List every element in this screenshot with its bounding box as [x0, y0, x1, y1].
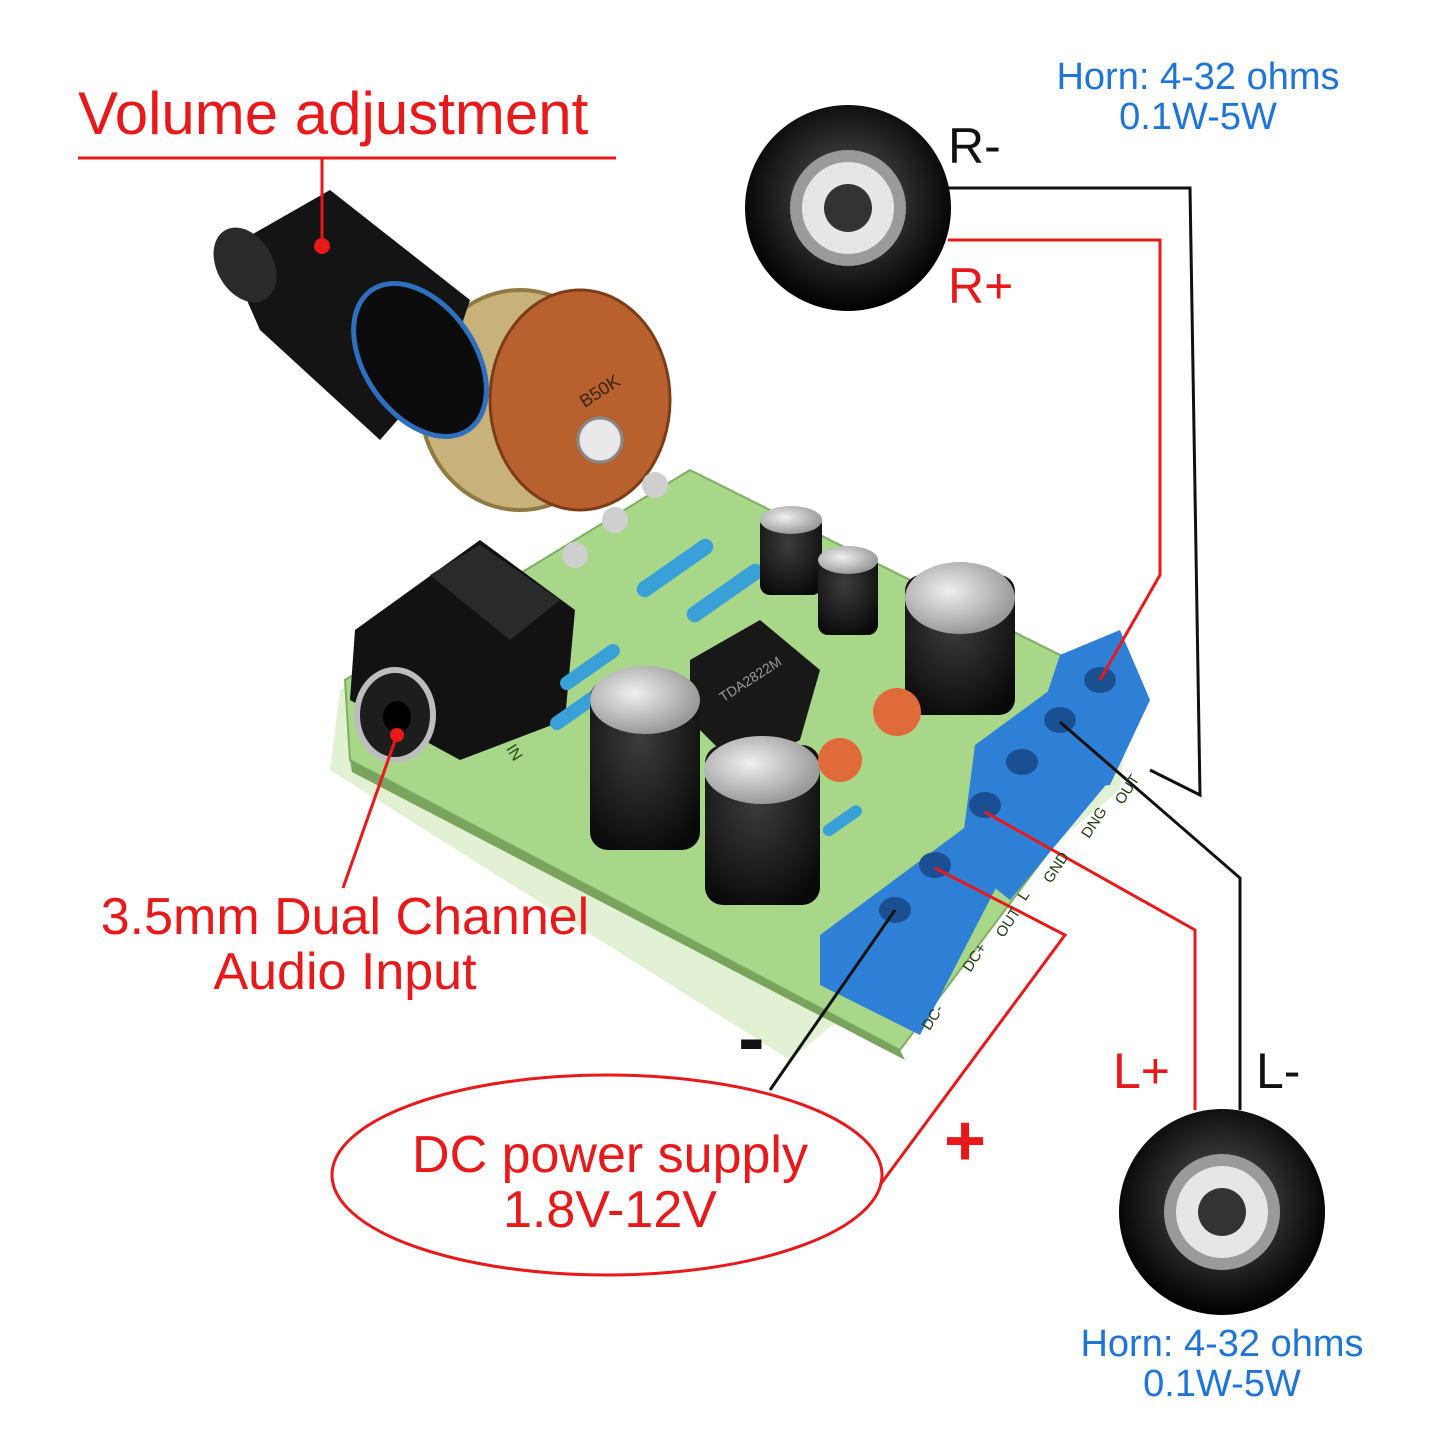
leader-lines [78, 156, 1242, 1277]
horn-spec-bottom-line2: 0.1W-5W [1143, 1362, 1301, 1405]
l-minus-label: L- [1256, 1043, 1301, 1099]
horn-spec-bottom: Horn: 4-32 ohms 0.1W-5W [1049, 1323, 1395, 1405]
dc-minus-sign: - [738, 993, 765, 1082]
horn-spec-top-line1: Horn: 4-32 ohms [1056, 56, 1340, 98]
speaker-bottom [1119, 1109, 1325, 1315]
r-minus-label: R- [948, 118, 1001, 174]
l-plus-label: L+ [1113, 1043, 1171, 1099]
volume-adjustment-label: Volume adjustment [78, 80, 589, 147]
r-plus-label: R+ [948, 258, 1014, 314]
capacitors [590, 506, 1015, 905]
audio-jack [350, 540, 575, 763]
potentiometer [213, 190, 672, 568]
horn-spec-top: Horn: 4-32 ohms 0.1W-5W [1025, 56, 1371, 138]
horn-spec-top-line2: 0.1W-5W [1119, 95, 1277, 138]
dc-power-label-line1: DC power supply [412, 1126, 808, 1184]
dc-plus-sign: + [944, 1101, 987, 1181]
audio-input-label-line1: 3.5mm Dual Channel [100, 888, 590, 946]
dc-power-label-line2: 1.8V-12V [503, 1180, 717, 1239]
ic-chip [690, 620, 820, 770]
dc-power-label: DC power supply 1.8V-12V [360, 1128, 860, 1237]
horn-spec-bottom-line1: Horn: 4-32 ohms [1080, 1323, 1364, 1365]
audio-input-label: 3.5mm Dual Channel Audio Input [50, 890, 640, 999]
audio-input-label-line2: Audio Input [213, 942, 477, 1001]
speaker-top [745, 105, 951, 311]
terminal-blocks [820, 630, 1150, 1035]
